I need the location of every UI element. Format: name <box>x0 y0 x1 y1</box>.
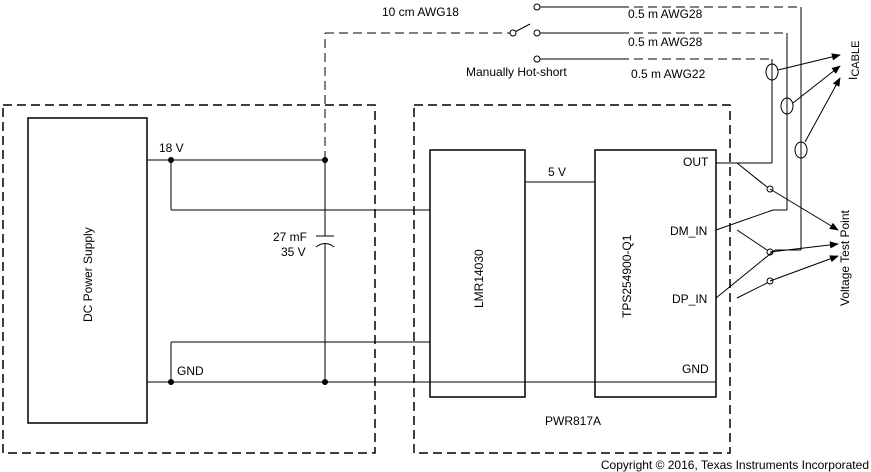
test-arrow-dp <box>769 255 839 282</box>
label-copyright: Copyright © 2016, Texas Instruments Inco… <box>601 458 869 472</box>
icable-arrow-2 <box>792 65 841 104</box>
current-probe-3 <box>794 141 808 159</box>
switch-contact-1 <box>533 3 541 11</box>
pwr817a-board-outline <box>413 104 731 454</box>
test-arrow-out <box>769 188 839 231</box>
switch-contact-3 <box>533 55 541 63</box>
label-gnd-rail: GND <box>177 364 204 378</box>
label-pin-out: OUT <box>683 155 709 169</box>
label-pin-gnd: GND <box>682 362 709 376</box>
power-supply-enclosure <box>2 104 376 454</box>
label-lmr14030: LMR14030 <box>472 249 486 308</box>
current-probe-1 <box>765 63 779 81</box>
wire-out-tap <box>736 162 768 188</box>
label-pin-dp-in: DP_IN <box>672 292 707 306</box>
tps254900-block <box>594 149 717 398</box>
lmr14030-block <box>429 149 526 398</box>
wire-dp-in-tap <box>736 282 768 299</box>
dc-power-supply-block <box>27 117 148 424</box>
label-5v: 5 V <box>548 165 566 179</box>
label-icable-main: I <box>846 77 860 80</box>
label-icable: ICABLE <box>846 41 862 80</box>
switch-contact-2 <box>533 29 541 37</box>
label-pwr817a: PWR817A <box>545 414 601 428</box>
wire-dm-in <box>715 209 774 231</box>
junction-18v-drop <box>168 157 174 163</box>
label-cable-short: 10 cm AWG18 <box>382 5 459 19</box>
icable-arrow-3 <box>804 77 841 143</box>
wire-dp-in <box>715 249 776 299</box>
label-cable-2: 0.5 m AWG28 <box>628 35 703 49</box>
wire-dm-in-tap <box>736 229 768 251</box>
label-18v: 18 V <box>159 141 184 155</box>
icable-arrow-1 <box>777 53 841 71</box>
label-cap-value: 27 mF <box>273 230 307 244</box>
label-cable-1: 0.5 m AWG28 <box>628 7 703 21</box>
label-cap-voltage: 35 V <box>281 245 306 259</box>
label-icable-sub: CABLE <box>850 41 862 77</box>
test-arrow-dm <box>769 241 839 253</box>
current-probe-2 <box>780 97 794 115</box>
label-cable-3: 0.5 m AWG22 <box>631 67 706 81</box>
label-voltage-test-point: Voltage Test Point <box>838 209 852 306</box>
junction-gnd-rise <box>168 379 174 385</box>
switch-pivot-terminal <box>509 29 517 37</box>
label-tps254900: TPS254900-Q1 <box>620 234 634 318</box>
label-pin-dm-in: DM_IN <box>670 224 707 238</box>
label-hot-short: Manually Hot-short <box>466 65 567 79</box>
label-dc-power-supply: DC Power Supply <box>81 227 95 322</box>
